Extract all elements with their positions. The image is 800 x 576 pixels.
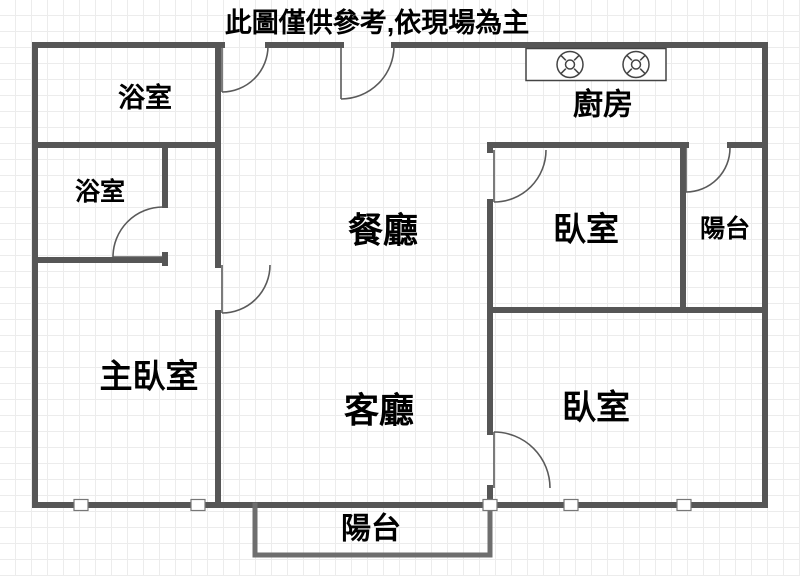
stove-burner [556, 50, 584, 79]
stove-icon [525, 47, 667, 82]
door-arc [340, 45, 395, 100]
room-label-balcony-right: 陽台 [700, 214, 750, 243]
room-label-bathroom-ensuite: 浴室 [75, 177, 125, 206]
room-label-bedroom-bottom-right: 臥室 [562, 388, 630, 427]
outer-walls [32, 42, 768, 508]
disclaimer-title: 此圖僅供參考,依現場為主 [225, 7, 530, 38]
door-arc [221, 45, 269, 93]
door-arc [221, 264, 271, 314]
stove-counter [525, 47, 667, 82]
window [73, 498, 89, 512]
doors [112, 45, 731, 489]
room-labels: 此圖僅供參考,依現場為主 浴室 浴室 廚房 餐廳 臥室 陽台 主臥室 客廳 臥室… [75, 7, 750, 546]
window [190, 498, 206, 512]
door-arc [685, 147, 731, 193]
room-label-master-bedroom: 主臥室 [100, 358, 199, 395]
stove-burner [622, 50, 650, 79]
window [482, 498, 498, 512]
window [676, 498, 692, 512]
door-arc [493, 431, 551, 489]
room-label-living-room: 客廳 [344, 391, 414, 431]
room-label-dining-room: 餐廳 [348, 212, 418, 251]
window [563, 498, 579, 512]
door-arc [493, 149, 547, 203]
windows [73, 498, 692, 512]
door-arc [112, 206, 164, 258]
room-label-bathroom-top: 浴室 [118, 82, 172, 113]
room-label-balcony-bottom: 陽台 [341, 512, 401, 546]
interior-walls [32, 42, 768, 508]
room-label-kitchen: 廚房 [573, 88, 633, 122]
balcony-bottom-outline [252, 502, 493, 558]
room-label-bedroom-top-right: 臥室 [553, 211, 619, 248]
balcony-walls [252, 502, 493, 558]
